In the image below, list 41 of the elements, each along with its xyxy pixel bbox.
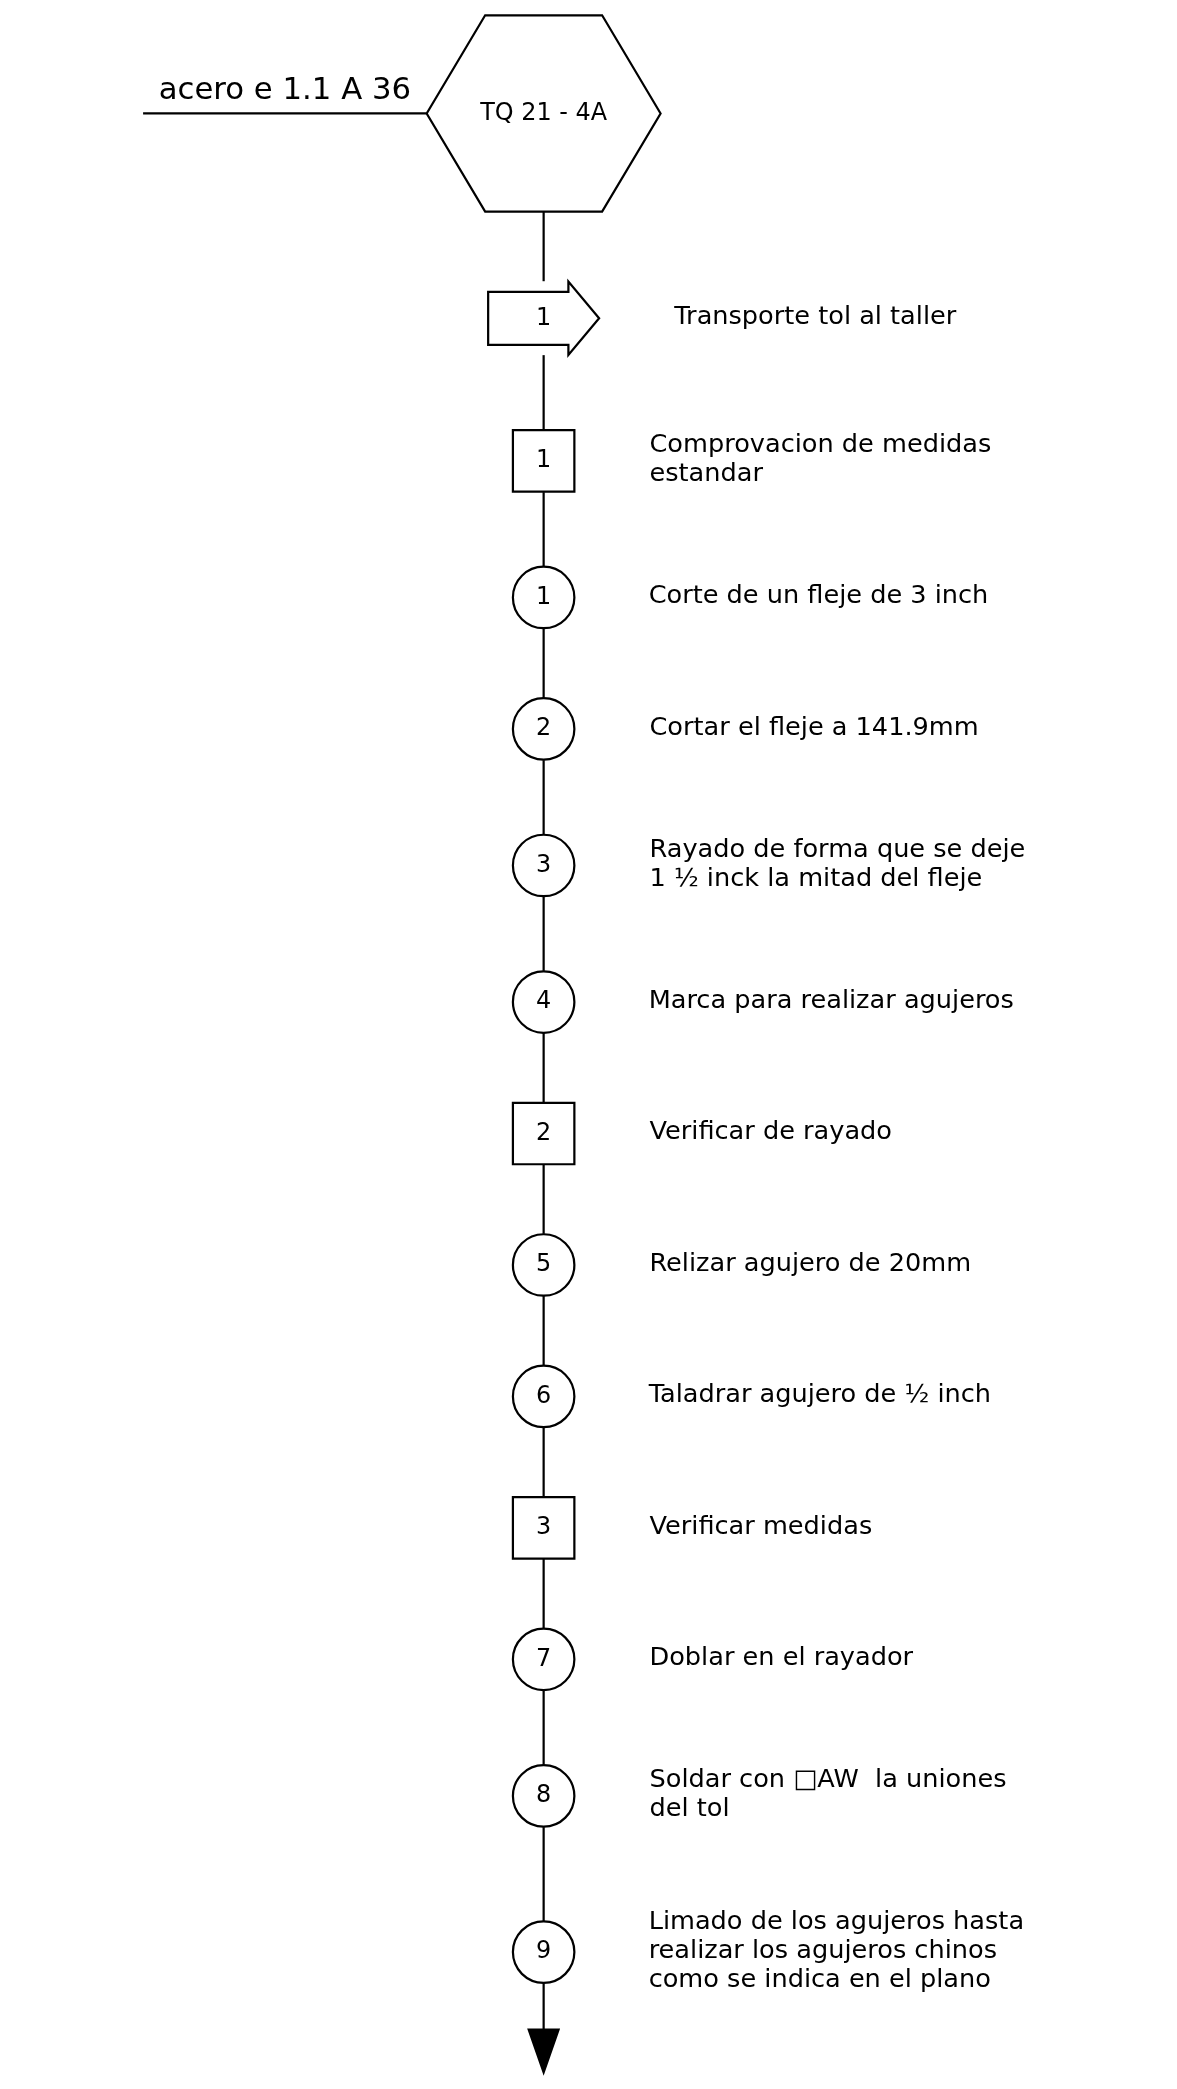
- node-label: Rayado de forma que se deje 1 ½ inck la mitad del fleje: [648, 832, 1025, 892]
- node-circle: 7: [511, 1627, 575, 1692]
- connector: [542, 1558, 545, 1629]
- node-circle: 1: [511, 565, 575, 630]
- node-circle: 8: [511, 1764, 575, 1828]
- arrow: [526, 1983, 560, 2076]
- node-circle: 9: [511, 1920, 575, 1984]
- node-label: Doblar en el rayador: [648, 1641, 913, 1672]
- connector: [542, 896, 545, 971]
- connector: [542, 355, 545, 430]
- node-label: Limado de los agujeros hasta realizar los agujeros chinos como se indica en el plano: [648, 1905, 1024, 1994]
- node-label: Soldar con □AW la uniones del tol: [648, 1763, 1006, 1823]
- node-label: Corte de un fleje de 3 inch: [648, 579, 988, 610]
- connector: [542, 1690, 545, 1765]
- node-label: Cortar el fleje a 141.9mm: [648, 710, 979, 741]
- node-circle: 6: [511, 1364, 575, 1429]
- node-label: Transporte tol al taller: [673, 300, 956, 331]
- connector: [542, 1427, 545, 1497]
- node-label: Marca para realizar agujeros: [648, 984, 1014, 1015]
- node-label: Taladrar agujero de ½ inch: [648, 1378, 991, 1409]
- connector: [542, 760, 545, 835]
- node-label: Relizar agujero de 20mm: [648, 1246, 971, 1277]
- node-circle: 2: [511, 697, 575, 761]
- connector: [542, 492, 545, 567]
- connector: [542, 211, 545, 282]
- connector: [142, 112, 426, 115]
- connector: [542, 1032, 545, 1103]
- edge-label: acero e 1.1 A 36: [158, 69, 411, 106]
- node-circle: 5: [511, 1233, 575, 1297]
- node-label: Verificar medidas: [648, 1509, 872, 1540]
- node-label: Comprovacion de medidas estandar: [648, 428, 991, 488]
- node-box: 2: [511, 1101, 575, 1166]
- node-label: Verificar de rayado: [648, 1115, 892, 1146]
- node-circle: 4: [511, 970, 575, 1034]
- node-circle: 3: [511, 833, 575, 898]
- node-box: 3: [511, 1496, 575, 1560]
- connector: [542, 628, 545, 698]
- connector: [542, 1295, 545, 1366]
- connector: [542, 1164, 545, 1234]
- node-box: 1: [511, 429, 575, 493]
- connector: [542, 1827, 545, 1922]
